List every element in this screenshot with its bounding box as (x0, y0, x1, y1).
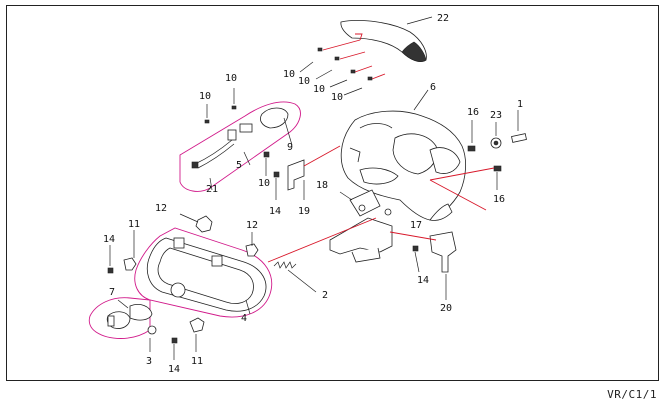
group-9-5-21 (179, 88, 301, 192)
part-19-bracket (263, 145, 341, 200)
part-4-headlamp (88, 227, 273, 352)
label-11: 11 (128, 219, 140, 230)
fasteners-right (429, 110, 527, 211)
diagram-frame (6, 5, 659, 381)
label-10: 10 (298, 76, 310, 87)
label-10: 10 (331, 92, 343, 103)
label-10: 10 (283, 69, 295, 80)
part-22-visor (340, 16, 433, 62)
part-labels: 22 10 10 10 10 6 16 23 1 16 10 10 9 5 21… (103, 13, 523, 375)
part-20-bracket (389, 231, 457, 300)
label-10: 10 (199, 91, 211, 102)
label-1: 1 (517, 99, 523, 110)
label-10: 10 (258, 178, 270, 189)
label-21: 21 (206, 184, 218, 195)
reference-code: VR/C1/1 (607, 388, 657, 401)
label-14: 14 (168, 364, 180, 375)
part-2-spring (273, 261, 317, 293)
label-18: 18 (316, 180, 328, 191)
label-16: 16 (493, 194, 505, 205)
label-22: 22 (437, 13, 449, 24)
screws-10-visor (299, 39, 386, 96)
label-11: 11 (191, 356, 203, 367)
label-17: 17 (410, 220, 422, 231)
label-20: 20 (440, 303, 452, 314)
label-14: 14 (103, 234, 115, 245)
label-12: 12 (246, 220, 258, 231)
label-10: 10 (313, 84, 325, 95)
label-3: 3 (146, 356, 152, 367)
lamp-fasteners (107, 213, 259, 360)
label-23: 23 (490, 110, 502, 121)
label-9: 9 (287, 142, 293, 153)
label-14: 14 (417, 275, 429, 286)
label-10: 10 (225, 73, 237, 84)
label-19: 19 (298, 206, 310, 217)
label-2: 2 (322, 290, 328, 301)
label-7: 7 (109, 287, 115, 298)
label-4: 4 (241, 313, 247, 324)
label-16: 16 (467, 107, 479, 118)
part-18-bracket (267, 189, 393, 263)
label-5: 5 (236, 160, 242, 171)
label-14: 14 (269, 206, 281, 217)
part-6-cowl (340, 89, 466, 221)
label-12: 12 (155, 203, 167, 214)
label-6: 6 (430, 82, 436, 93)
